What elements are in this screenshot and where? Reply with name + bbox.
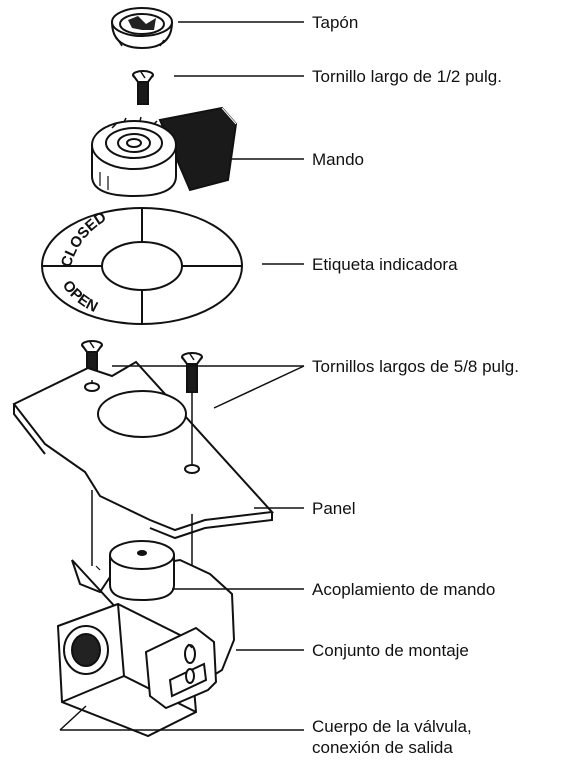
indicator-dial-part xyxy=(41,207,243,325)
panel-part xyxy=(12,360,275,540)
label-mounting-assembly: Conjunto de montaje xyxy=(312,641,469,660)
label-valve-body-line2: conexión de salida xyxy=(312,738,453,757)
cap-part xyxy=(111,7,173,50)
label-handle-coupling: Acoplamiento de mando xyxy=(312,580,496,599)
long-screw-left xyxy=(81,340,103,381)
long-screw-right xyxy=(181,352,203,393)
label-handle: Mando xyxy=(312,150,364,169)
label-valve-body-line1: Cuerpo de la válvula, xyxy=(312,717,472,736)
short-screw-part xyxy=(132,70,154,105)
label-cap: Tapón xyxy=(312,13,359,32)
handle-part xyxy=(91,106,238,198)
label-long-screw-half-inch: Tornillo largo de 1/2 pulg. xyxy=(312,67,502,86)
valve-body-part xyxy=(56,540,236,738)
label-panel: Panel xyxy=(312,499,356,518)
label-indicator: Etiqueta indicadora xyxy=(312,255,458,274)
leader-lines xyxy=(59,21,305,731)
label-long-screws-five-eighths: Tornillos largos de 5/8 pulg. xyxy=(312,357,519,376)
